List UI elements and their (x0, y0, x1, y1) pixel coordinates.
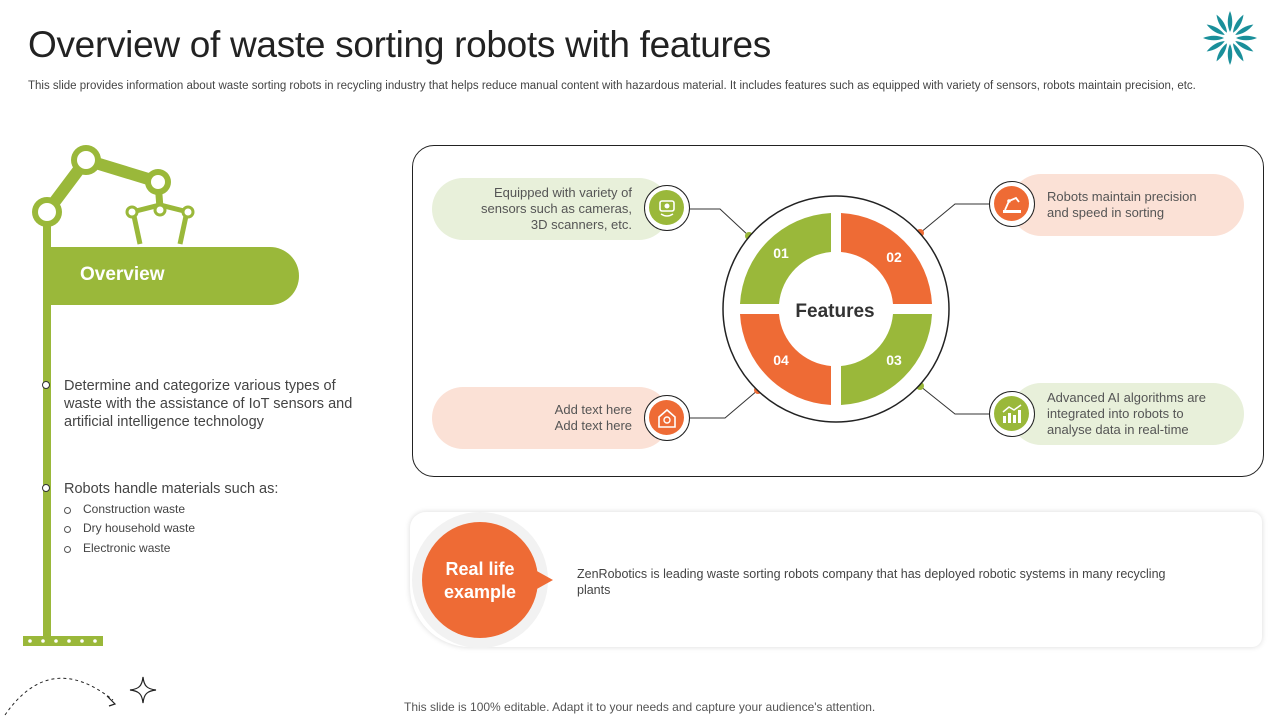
bullet-dot (42, 484, 50, 492)
page-subtitle: This slide provides information about wa… (28, 80, 1196, 92)
feature-02-icon (989, 181, 1035, 227)
sparkle-icon (129, 676, 157, 704)
feature-01-icon (644, 185, 690, 231)
segment-02 (841, 213, 932, 304)
sub-bullet-dot (64, 526, 71, 533)
segment-03 (841, 314, 932, 405)
real-life-badge (412, 512, 553, 648)
overview-bullet-1: Determine and categorize various types o… (64, 378, 353, 430)
material-item: Construction waste (83, 502, 186, 516)
segment-label-02: 02 (886, 249, 902, 265)
material-item: Electronic waste (83, 541, 171, 555)
logo-pinwheel-icon (1203, 11, 1257, 65)
sensor-camera-icon (658, 199, 675, 217)
features-wheel: 01 02 03 04 Features (690, 195, 990, 423)
segment-label-01: 01 (773, 245, 789, 261)
segment-label-04: 04 (773, 352, 789, 368)
overview-label: Overview (80, 264, 165, 285)
real-life-text: ZenRobotics is leading waste sorting rob… (577, 567, 1166, 597)
material-item: Dry household waste (83, 521, 196, 535)
sub-bullet-dot (64, 507, 71, 514)
segment-04 (740, 314, 831, 405)
overview-bullet-2: Robots handle materials such as: (64, 481, 279, 497)
sub-bullet-dot (64, 546, 71, 553)
footnote: This slide is 100% editable. Adapt it to… (404, 700, 876, 714)
features-center-label: Features (795, 301, 874, 322)
feature-02-text: Robots maintain precision and speed in s… (1010, 174, 1244, 236)
feature-03-text: Advanced AI algorithms are integrated in… (1010, 383, 1244, 445)
page-title: Overview of waste sorting robots with fe… (28, 24, 771, 65)
feature-04-icon (644, 395, 690, 441)
ai-analytics-icon (1002, 403, 1021, 423)
segment-01 (740, 213, 831, 304)
real-life-label: Real life example (443, 559, 517, 602)
feature-04-text: Add text here Add text here (432, 387, 670, 449)
decorative-curve (4, 676, 157, 716)
robot-precision-icon (1002, 196, 1021, 213)
robot-arm-icon (23, 145, 299, 646)
features-panel (412, 145, 1264, 477)
feature-03-icon (989, 391, 1035, 437)
segment-label-03: 03 (886, 352, 902, 368)
robot-house-icon (657, 408, 676, 428)
bullet-dot (42, 381, 50, 389)
feature-01-text: Equipped with variety of sensors such as… (432, 178, 670, 240)
